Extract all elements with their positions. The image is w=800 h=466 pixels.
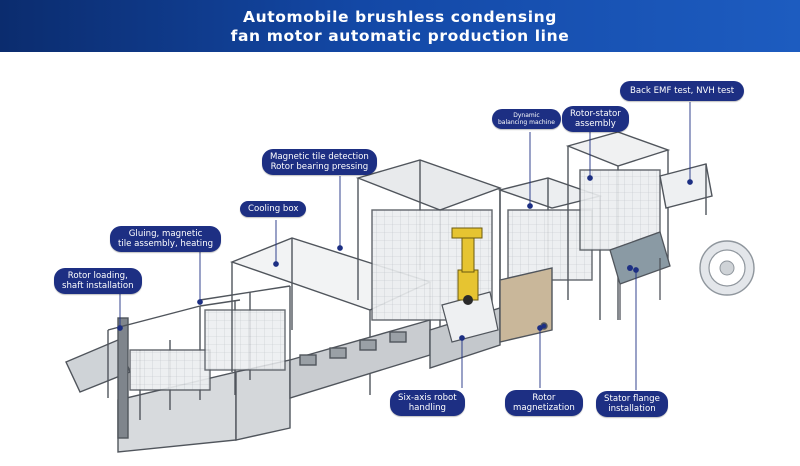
callout-magnetic-tile-line1: Magnetic tile detection — [270, 152, 369, 162]
callout-cooling-box: Cooling box — [240, 201, 307, 217]
callout-gluing-line1: Gluing, magnetic — [128, 229, 203, 239]
callout-rotor-magnetization-line1: Rotor — [532, 393, 556, 403]
stator-part-icon — [699, 240, 755, 296]
title-line-1: Automobile brushless condensing — [242, 8, 557, 26]
callout-cooling-box-line1: Cooling box — [248, 204, 299, 214]
callout-six-axis-line1: Six-axis robot — [398, 393, 457, 403]
callout-magnetic-tile: Magnetic tile detection Rotor bearing pr… — [262, 149, 377, 175]
callout-rotor-loading-line2: shaft installation — [62, 281, 134, 291]
title-banner: Automobile brushless condensing fan moto… — [0, 0, 800, 52]
callout-gluing-line2: tile assembly, heating — [118, 239, 214, 249]
callout-leader-lines — [117, 102, 693, 390]
station-stator-flange — [609, 231, 671, 320]
callout-rotor-stator: Rotor-stator assembly — [562, 106, 629, 132]
station-dynamic-balancing — [497, 177, 603, 343]
callout-rotor-magnetization: Rotor magnetization — [505, 390, 583, 416]
six-axis-robot — [441, 227, 499, 343]
callout-back-emf-line1: Back EMF test, NVH test — [630, 86, 735, 96]
callout-rotor-stator-line2: assembly — [575, 119, 616, 129]
callout-magnetic-tile-line2: Rotor bearing pressing — [270, 162, 369, 172]
callout-rotor-stator-line1: Rotor-stator — [570, 109, 621, 119]
callout-six-axis: Six-axis robot handling — [390, 390, 465, 416]
production-line-illustration — [65, 102, 755, 453]
callout-gluing: Gluing, magnetic tile assembly, heating — [110, 226, 222, 252]
callout-rotor-magnetization-line2: magnetization — [513, 403, 575, 413]
callout-six-axis-line2: handling — [408, 403, 446, 413]
callout-dynamic-balancing: Dynamic balancing machine — [492, 109, 561, 129]
callout-back-emf: Back EMF test, NVH test — [620, 81, 745, 101]
station-gluing — [199, 285, 291, 441]
callout-dynamic-balancing-line1: Dynamic — [513, 112, 540, 119]
station-rotor-stator-assembly — [565, 131, 713, 320]
title-line-2: fan motor automatic production line — [230, 27, 570, 45]
callout-stator-flange: Stator flange installation — [596, 391, 668, 417]
callout-rotor-loading: Rotor loading, shaft installation — [54, 268, 142, 294]
callout-dynamic-balancing-line2: balancing machine — [498, 119, 555, 126]
callout-rotor-loading-line1: Rotor loading, — [67, 271, 128, 281]
callout-stator-flange-line2: installation — [608, 404, 656, 414]
callout-stator-flange-line1: Stator flange — [604, 394, 660, 404]
